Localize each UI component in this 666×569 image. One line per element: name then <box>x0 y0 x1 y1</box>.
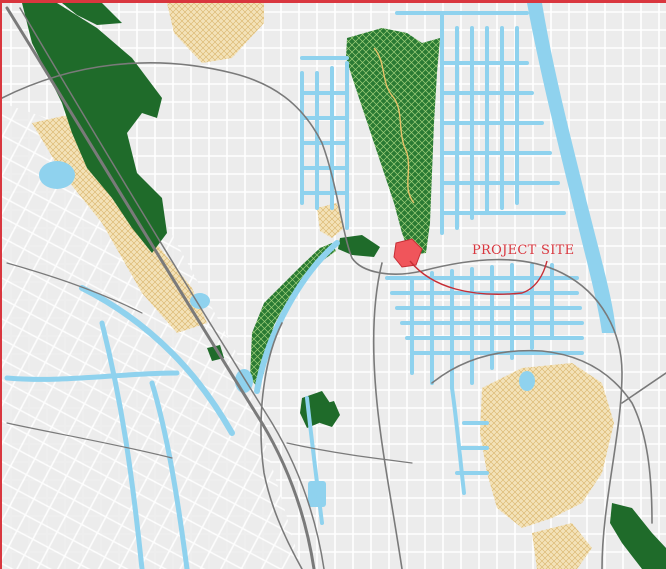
project-site-leader <box>409 260 548 295</box>
roads <box>2 6 666 569</box>
project-site-label: PROJECT SITE <box>472 243 575 258</box>
forest-areas <box>22 3 666 569</box>
map-canvas <box>2 3 666 569</box>
project-site-parcel <box>393 238 423 268</box>
water-features <box>39 3 616 507</box>
open-space-areas <box>32 3 614 569</box>
canals <box>4 11 584 569</box>
